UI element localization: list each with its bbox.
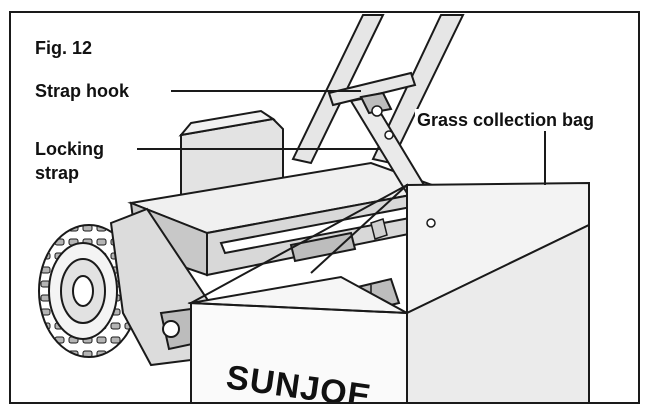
mower-illustration: SUNJOE	[38, 14, 590, 402]
grass-collection-bag	[187, 181, 590, 402]
figure-title: Fig. 12	[33, 37, 95, 59]
label-locking-strap: Locking strap	[33, 137, 137, 185]
figure-frame: SUNJOE Fig. 12 Strap hook Locking strap …	[9, 11, 640, 404]
label-strap-hook: Strap hook	[33, 80, 132, 102]
left-wheel	[38, 224, 140, 358]
label-grass-collection-bag: Grass collection bag	[415, 109, 597, 131]
hardware-details	[370, 105, 436, 240]
handle-bars	[291, 14, 465, 165]
mower-deck	[127, 161, 447, 277]
